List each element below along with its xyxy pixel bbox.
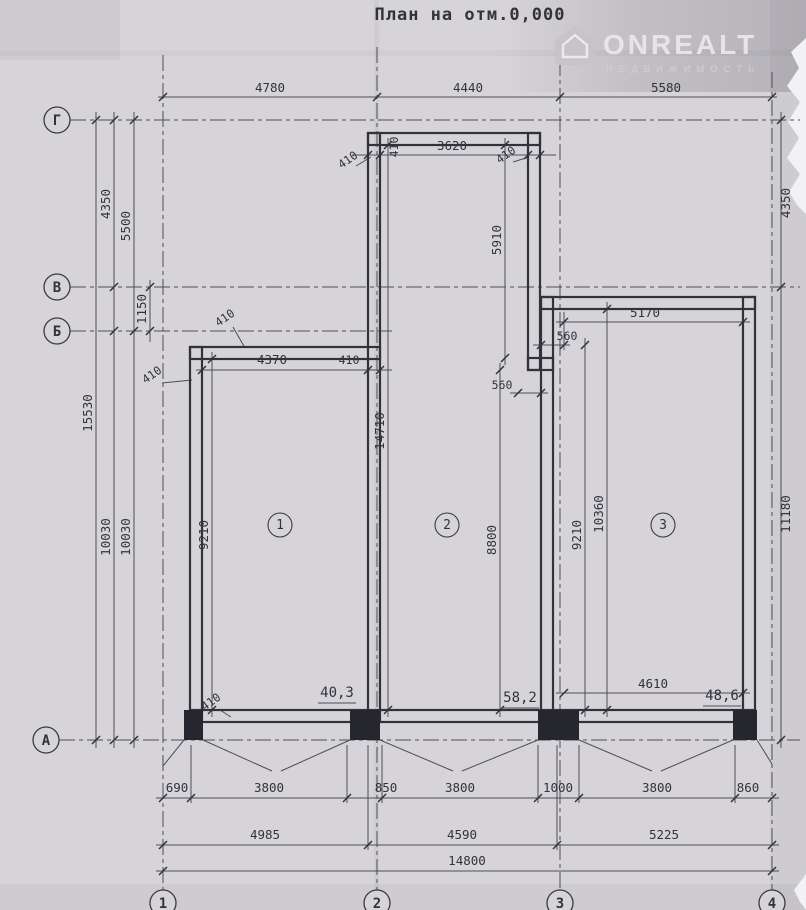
dim-label: 560: [557, 329, 578, 343]
dimension-lines: [95, 96, 782, 872]
axis-bubble-v: [43, 273, 71, 301]
dim-label: 14800: [448, 853, 486, 868]
opening-splay-lines: [162, 739, 773, 772]
dim-label: 410: [493, 143, 518, 166]
axis-bubble-b: [43, 317, 71, 345]
dim-label: 1150: [134, 294, 149, 324]
watermark: ONREALT НЕДВИЖИМОСТЬ: [555, 25, 760, 75]
dim-label: 4780: [255, 80, 285, 95]
dim-label: 410: [139, 363, 164, 386]
axis-label-a: А: [42, 733, 51, 749]
dim-label: 410: [387, 137, 401, 158]
dim-label: 860: [737, 780, 760, 795]
dim-label: 410: [212, 306, 237, 329]
room-3-area: 48,6: [705, 688, 739, 704]
room-3-circle: [650, 512, 676, 538]
dim-label: 3800: [254, 780, 284, 795]
walls: [188, 131, 757, 724]
dim-label: 4590: [447, 827, 477, 842]
dim-label: 10030: [98, 518, 113, 556]
dim-label: 9210: [196, 520, 211, 550]
watermark-house-icon: [555, 25, 595, 65]
dim-label: 850: [375, 780, 398, 795]
axis-bubble-4: [758, 889, 786, 910]
dim-label: 3800: [642, 780, 672, 795]
watermark-house-icon-inner: [561, 33, 589, 59]
dim-label: 5170: [630, 305, 660, 320]
dim-label: 1000: [543, 780, 573, 795]
dimension-ticks: [91, 92, 786, 876]
axis-bubble-3: [546, 889, 574, 910]
dim-label: 4370: [257, 352, 287, 367]
dim-label: 14710: [372, 412, 387, 450]
axis-label-1: 1: [159, 896, 167, 910]
dim-label: 8800: [484, 525, 499, 555]
axis-row-bubbles: Г В Б А: [32, 106, 71, 754]
dim-label: 4440: [453, 80, 483, 95]
room-markers: 1 2 3: [267, 512, 676, 538]
dim-label: 410: [335, 148, 360, 171]
dim-label: 690: [166, 780, 189, 795]
dim-label: 4610: [638, 676, 668, 691]
axis-bubble-a: [32, 726, 60, 754]
room-3-number: 3: [659, 518, 667, 533]
room-1-number: 1: [276, 518, 284, 533]
dim-label: 5500: [118, 211, 133, 241]
axis-label-4: 4: [768, 896, 776, 910]
axis-bubble-2: [363, 889, 391, 910]
room-2-circle: [434, 512, 460, 538]
axis-bubble-g: [43, 106, 71, 134]
dim-label: 410: [339, 353, 360, 367]
dim-label: 4985: [250, 827, 280, 842]
dim-label: 3620: [437, 138, 467, 153]
room-2-number: 2: [443, 518, 451, 533]
page-title: План на отм.0,000: [375, 5, 566, 25]
dim-label: 5225: [649, 827, 679, 842]
axis-label-v: В: [53, 280, 61, 296]
dimension-labels: 4780 4440 5580 3620 410 410 410 4350 550…: [80, 80, 793, 868]
axis-label-g: Г: [53, 113, 61, 129]
dim-label: 15530: [80, 394, 95, 432]
dim-label: 5910: [489, 225, 504, 255]
torn-paper-edge: [787, 38, 806, 910]
axis-bubble-1: [149, 889, 177, 910]
dim-label: 9210: [569, 520, 584, 550]
dim-label: 560: [492, 378, 513, 392]
room-areas: 40,3 58,2 48,6: [318, 685, 741, 709]
room-1-area: 40,3: [320, 685, 354, 701]
axis-label-b: Б: [53, 324, 61, 340]
dim-label: 5580: [651, 80, 681, 95]
room-2-area: 58,2: [503, 690, 537, 706]
dim-label: 3800: [445, 780, 475, 795]
room-1-circle: [267, 512, 293, 538]
dim-label: 10360: [591, 495, 606, 533]
axis-label-3: 3: [556, 896, 564, 910]
extension-lines: [161, 145, 736, 850]
piers: [184, 710, 757, 740]
dim-label: 10030: [118, 518, 133, 556]
dim-label: 4350: [778, 188, 793, 218]
axis-grid-lines: [59, 47, 800, 890]
watermark-brand: ONREALT: [603, 29, 757, 60]
axis-label-2: 2: [373, 896, 381, 910]
axis-col-bubbles: 1 2 3 4: [149, 889, 786, 910]
watermark-subtitle: НЕДВИЖИМОСТЬ: [606, 64, 760, 75]
dim-label: 11180: [778, 495, 793, 533]
dim-label: 4350: [98, 189, 113, 219]
